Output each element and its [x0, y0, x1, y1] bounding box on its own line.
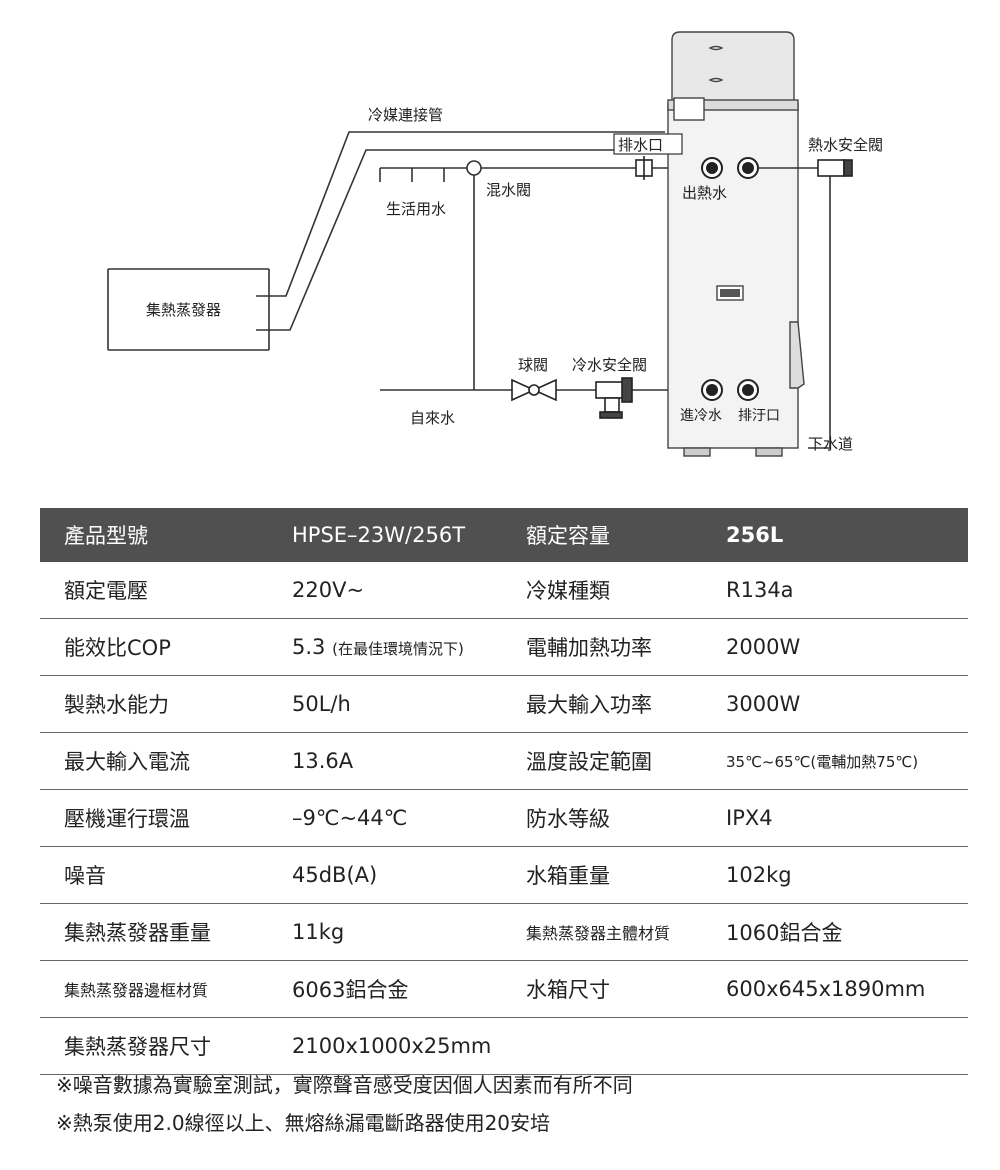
domestic-water-taps: [379, 168, 445, 182]
cell-value: 6063鋁合金: [278, 960, 516, 1018]
cell-value: 1060鋁合金: [712, 903, 968, 961]
cell-label: 防水等級: [516, 789, 712, 847]
cell-value: R134a: [712, 562, 968, 619]
label-evaporator: 集熱蒸發器: [146, 301, 221, 319]
cell-value: 256L: [712, 508, 968, 562]
cell-label: 冷媒種類: [516, 562, 712, 619]
label-hot-water-safety-valve: 熱水安全閥: [808, 136, 883, 154]
label-sewer: 下水道: [808, 435, 853, 453]
label-drain-port: 排水口: [618, 136, 663, 154]
label-hot-water-outlet: 出熱水: [682, 184, 727, 202]
water-tank: [667, 31, 805, 457]
table-row: 製熱水能力 50L/h 最大輸入功率 3000W: [40, 675, 968, 733]
label-sewage-outlet: 排汙口: [738, 408, 780, 424]
cell-label: 水箱尺寸: [516, 960, 712, 1018]
cell-label: 噪音: [40, 846, 278, 904]
table-row: 壓機運行環溫 –9℃~44℃ 防水等級 IPX4: [40, 789, 968, 847]
cell-label: 額定容量: [516, 508, 712, 562]
cell-label: 水箱重量: [516, 846, 712, 904]
cell-label: 電輔加熱功率: [516, 618, 712, 676]
refrigerant-pipe-inner: [256, 149, 665, 331]
table-row: 最大輸入電流 13.6A 溫度設定範圍 35℃~65℃(電輔加熱75℃): [40, 732, 968, 790]
footnote: ※熱泵使用2.0線徑以上、無熔絲漏電斷路器使用20安培: [56, 1111, 551, 1135]
spec-table: 產品型號 HPSE–23W/256T 額定容量 256L 額定電壓 220V~ …: [40, 508, 968, 1075]
cell-value: 2000W: [712, 618, 968, 676]
cell-value: 3000W: [712, 675, 968, 733]
cop-note: (在最佳環境情況下): [332, 640, 464, 658]
label-tap-water: 自來水: [410, 409, 455, 427]
cell-value: 600x645x1890mm: [712, 960, 968, 1018]
cell-label: 壓機運行環溫: [40, 789, 278, 847]
cell-value: 2100x1000x25mm: [278, 1017, 516, 1075]
cell-value: 35℃~65℃(電輔加熱75℃): [712, 732, 968, 790]
cell-value: 11kg: [278, 903, 516, 961]
table-row: 集熱蒸發器重量 11kg 集熱蒸發器主體材質 1060鋁合金: [40, 903, 968, 961]
cell-label: 產品型號: [40, 508, 278, 562]
cell-value: 220V~: [278, 562, 516, 619]
cop-value: 5.3: [292, 635, 326, 659]
cell-label: 額定電壓: [40, 562, 278, 619]
ball-valve-icon: [511, 378, 557, 402]
cell-label: 能效比COP: [40, 618, 278, 676]
sewer-drain-line: [808, 176, 831, 449]
mixing-valve-icon: [466, 160, 482, 176]
table-row: 噪音 45dB(A) 水箱重量 102kg: [40, 846, 968, 904]
cell-value: –9℃~44℃: [278, 789, 516, 847]
cell-label: 最大輸入功率: [516, 675, 712, 733]
cell-value: 45dB(A): [278, 846, 516, 904]
label-cold-water-safety-valve: 冷水安全閥: [572, 356, 647, 374]
cell-label: 溫度設定範圍: [516, 732, 712, 790]
label-mixing-valve: 混水閥: [486, 181, 531, 199]
cell-label: 集熱蒸發器邊框材質: [40, 960, 278, 1018]
cell-value: 5.3 (在最佳環境情況下): [278, 618, 516, 676]
footnotes: ※噪音數據為實驗室測試，實際聲音感受度因個人因素而有所不同 ※熱泵使用2.0線徑…: [56, 1066, 633, 1142]
refrigerant-pipe-outer: [256, 131, 665, 297]
cell-label: 集熱蒸發器主體材質: [516, 903, 712, 961]
cold-water-safety-valve-icon: [595, 377, 633, 419]
label-ball-valve: 球閥: [518, 356, 548, 374]
cell-value: 50L/h: [278, 675, 516, 733]
label-domestic-water: 生活用水: [386, 200, 446, 218]
cell-value: IPX4: [712, 789, 968, 847]
table-row: 集熱蒸發器尺寸 2100x1000x25mm: [40, 1017, 968, 1075]
cell-label: 集熱蒸發器尺寸: [40, 1017, 278, 1075]
table-header-row: 產品型號 HPSE–23W/256T 額定容量 256L: [40, 508, 968, 562]
evaporator-box: [107, 268, 270, 351]
footnote: ※噪音數據為實驗室測試，實際聲音感受度因個人因素而有所不同: [56, 1073, 633, 1097]
cell-value: 102kg: [712, 846, 968, 904]
table-row: 集熱蒸發器邊框材質 6063鋁合金 水箱尺寸 600x645x1890mm: [40, 960, 968, 1018]
label-refrigerant-pipe: 冷媒連接管: [368, 106, 443, 124]
cell-label: [516, 1017, 712, 1075]
installation-diagram: 冷媒連接管 排水口 熱水安全閥 混水閥 生活用水 出熱水 集熱蒸發器 球閥 冷水…: [107, 31, 883, 457]
table-row: 額定電壓 220V~ 冷媒種類 R134a: [40, 562, 968, 619]
cell-value: 13.6A: [278, 732, 516, 790]
cell-label: 集熱蒸發器重量: [40, 903, 278, 961]
hot-water-connector-icon: [635, 156, 653, 180]
table-row: 能效比COP 5.3 (在最佳環境情況下) 電輔加熱功率 2000W: [40, 618, 968, 676]
cell-value: [712, 1017, 968, 1075]
cell-label: 製熱水能力: [40, 675, 278, 733]
cell-value: HPSE–23W/256T: [278, 508, 516, 562]
cell-label: 最大輸入電流: [40, 732, 278, 790]
hot-water-safety-valve-icon: [817, 159, 853, 177]
label-cold-water-inlet: 進冷水: [680, 408, 722, 424]
